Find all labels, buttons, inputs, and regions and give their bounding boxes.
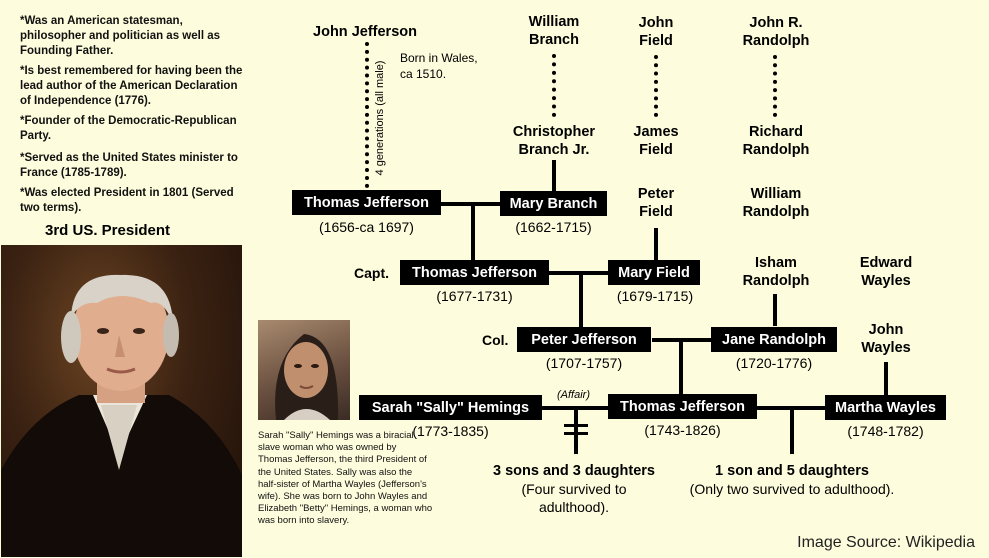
dates-mary-field: (1679-1715) xyxy=(616,288,694,304)
generations-note: 4 generations (all male) xyxy=(374,61,386,176)
affair-label: (Affair) xyxy=(557,389,590,401)
dates-mary-branch: (1662-1715) xyxy=(515,219,592,235)
person-thomas-jefferson-1656: Thomas Jefferson xyxy=(292,190,441,215)
person-sally-hemings: Sarah "Sally" Hemings xyxy=(359,395,542,420)
fact-3: *Founder of the Democratic-Republican Pa… xyxy=(20,115,237,142)
ancestor-isham-randolph: Isham Randolph xyxy=(742,255,810,289)
line-christopher-mary xyxy=(552,160,556,193)
children-note: (Only two survived to adulthood). xyxy=(689,481,895,497)
ancestor-john-wayles: John Wayles xyxy=(861,322,911,356)
descent-line-1 xyxy=(471,202,475,260)
person-jane-randolph: Jane Randolph xyxy=(711,327,837,352)
dates-jane-randolph: (1720-1776) xyxy=(735,355,813,371)
ancestor-william-branch: William Branch xyxy=(528,14,580,48)
generations-note-text: 4 generations (all male) xyxy=(374,60,386,176)
person-name: Sarah "Sally" Hemings xyxy=(371,399,530,416)
dates-thomas-jefferson-1677: (1677-1731) xyxy=(436,288,513,304)
fact-4: *Served as the United States minister to… xyxy=(20,152,238,179)
dotted-line-field xyxy=(654,55,658,117)
ancestor-william-randolph: William Randolph xyxy=(742,186,810,220)
sally-hemings-portrait xyxy=(258,320,350,420)
person-martha-wayles: Martha Wayles xyxy=(825,395,946,420)
ancestor-peter-field: Peter Field xyxy=(637,186,675,220)
person-mary-field: Mary Field xyxy=(608,260,700,285)
jefferson-portrait xyxy=(1,245,242,557)
descent-line-sally xyxy=(574,406,578,454)
ancestor-edward-wayles: Edward Wayles xyxy=(859,255,913,289)
fact-1: *Was an American statesman, philosopher … xyxy=(20,15,221,57)
person-mary-branch: Mary Branch xyxy=(500,191,607,216)
children-martha-wayles: 1 son and 5 daughters (Only two survived… xyxy=(672,461,912,498)
descent-line-2 xyxy=(579,271,583,327)
person-name: Peter Jefferson xyxy=(531,331,637,348)
ancestor-john-jefferson: John Jefferson xyxy=(313,24,417,40)
dates-peter-jefferson: (1707-1757) xyxy=(545,355,623,371)
fact-5: *Was elected President in 1801 (Served t… xyxy=(20,187,234,214)
dates-thomas-jefferson-1656: (1656-ca 1697) xyxy=(319,219,414,235)
dotted-line-jefferson xyxy=(365,42,369,188)
person-name: Thomas Jefferson xyxy=(620,398,745,415)
person-name: Mary Field xyxy=(618,264,690,281)
image-source-credit: Image Source: Wikipedia xyxy=(797,534,975,551)
prefix-capt: Capt. xyxy=(354,265,389,281)
dates-thomas-jefferson-1743: (1743-1826) xyxy=(644,422,721,438)
born-in-wales-note: Born in Wales, ca 1510. xyxy=(400,50,490,82)
fact-2: *Is best remembered for having been the … xyxy=(20,65,243,107)
children-sally-hemings: 3 sons and 3 daughters (Four survived to… xyxy=(478,461,670,516)
dotted-line-randolph xyxy=(773,55,777,117)
children-note: (Four survived to adulthood). xyxy=(521,481,627,515)
descent-line-martha xyxy=(790,406,794,454)
ancestor-richard-randolph: Richard Randolph xyxy=(742,124,810,158)
children-headline: 1 son and 5 daughters xyxy=(715,463,869,479)
line-peterfield-maryfield xyxy=(654,228,658,260)
person-name: Thomas Jefferson xyxy=(412,264,537,281)
person-name: Martha Wayles xyxy=(835,399,936,416)
president-title: 3rd US. President xyxy=(45,222,171,239)
ancestor-john-field: John Field xyxy=(638,15,674,49)
affair-divorce-mark-2 xyxy=(564,432,588,435)
children-headline: 3 sons and 3 daughters xyxy=(493,463,655,479)
ancestor-john-r-randolph: John R. Randolph xyxy=(742,15,810,49)
marriage-line-2 xyxy=(545,271,610,275)
line-johnwayles-martha xyxy=(884,362,888,395)
affair-divorce-mark-1 xyxy=(564,424,588,427)
sally-hemings-caption: Sarah "Sally" Hemings was a biracial sla… xyxy=(258,430,433,527)
person-thomas-jefferson-1743: Thomas Jefferson xyxy=(608,394,757,419)
person-name: Mary Branch xyxy=(509,195,598,212)
person-name: Thomas Jefferson xyxy=(304,194,429,211)
line-isham-jane xyxy=(773,294,777,326)
ancestor-christopher-branch: Christopher Branch Jr. xyxy=(512,124,596,158)
born-note-text: Born in Wales, ca 1510. xyxy=(400,51,478,81)
person-peter-jefferson: Peter Jefferson xyxy=(517,327,651,352)
dotted-line-branch xyxy=(552,54,556,117)
person-name: Jane Randolph xyxy=(722,331,826,348)
dates-martha-wayles: (1748-1782) xyxy=(847,423,924,439)
person-thomas-jefferson-1677: Thomas Jefferson xyxy=(400,260,549,285)
dates-sally-hemings: (1773-1835) xyxy=(412,423,489,439)
ancestor-james-field: James Field xyxy=(633,124,679,158)
prefix-col: Col. xyxy=(482,332,509,348)
descent-line-3 xyxy=(679,338,683,394)
